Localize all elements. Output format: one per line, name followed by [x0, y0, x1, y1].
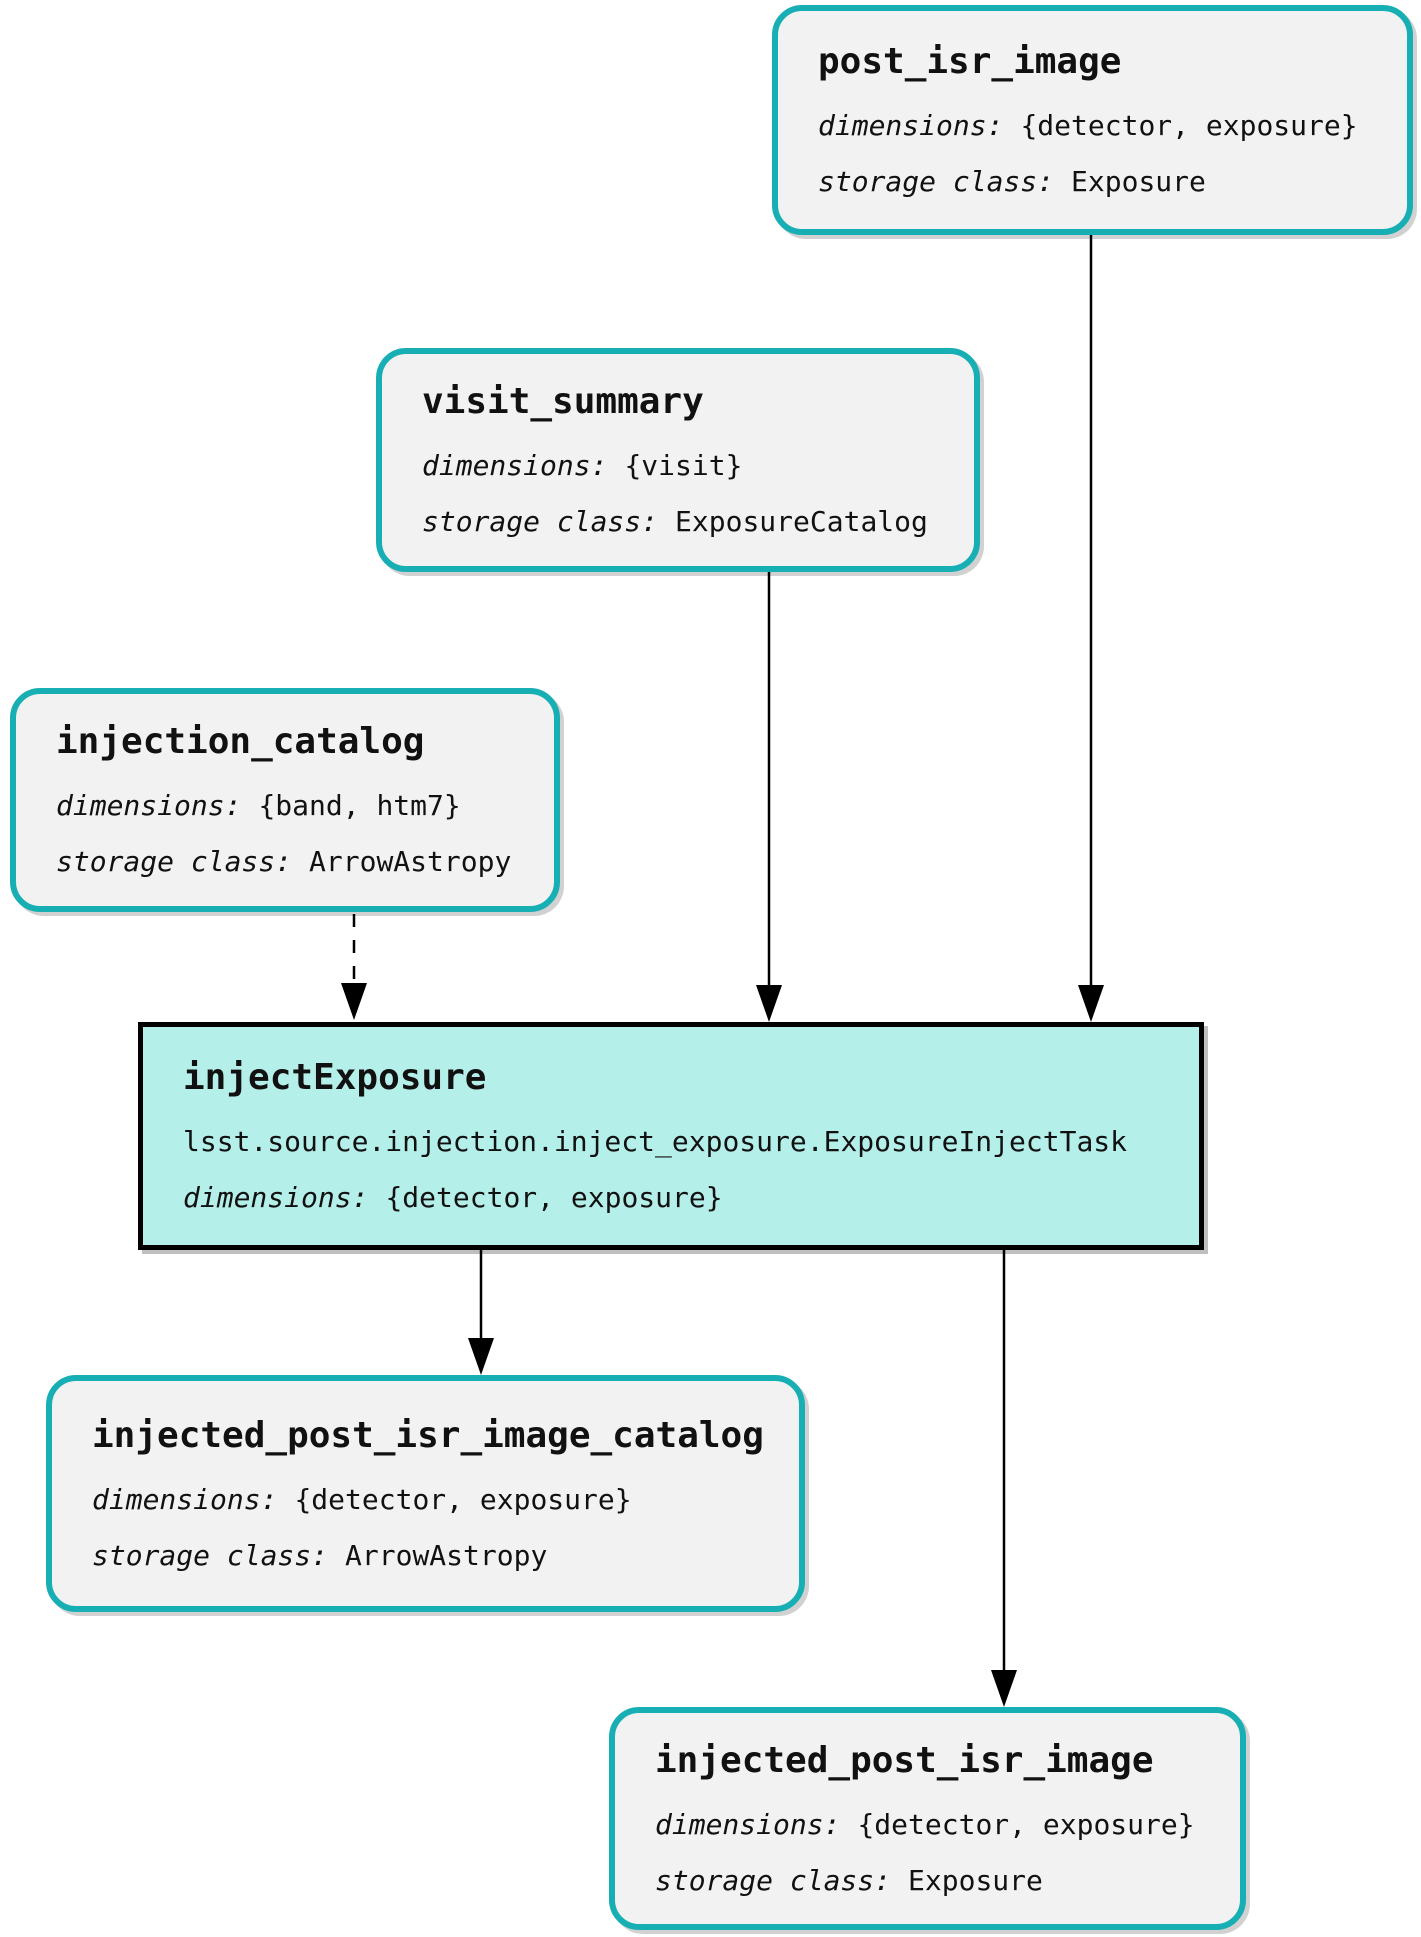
storage-class-value: ArrowAstropy: [309, 845, 512, 878]
storage-class-label: storage class:: [56, 845, 293, 878]
arrowhead-icon: [341, 983, 367, 1020]
dimensions-value: {detector, exposure}: [294, 1482, 632, 1516]
dimensions-value: {detector, exposure}: [857, 1807, 1195, 1841]
node-title: post_isr_image: [818, 41, 1122, 82]
node-inject-exposure-task: injectExposure lsst.source.injection.inj…: [138, 1022, 1204, 1250]
dimensions-value: {detector, exposure}: [385, 1181, 723, 1214]
node-dimensions: dimensions: {detector, exposure}: [92, 1483, 759, 1517]
dimensions-value: {visit}: [624, 449, 743, 482]
node-injected-post-isr-image: injected_post_isr_image dimensions: {dete…: [609, 1707, 1246, 1930]
edge-injection-catalog-to-inject-exposure-dashed: [341, 914, 367, 1020]
dimensions-label: dimensions:: [422, 449, 608, 482]
arrowhead-icon: [468, 1338, 494, 1375]
node-storage-class: storage class: ArrowAstropy: [56, 845, 514, 879]
node-post-isr-image: post_isr_image dimensions: {detector, exp…: [772, 5, 1413, 235]
storage-class-label: storage class:: [92, 1538, 329, 1572]
task-class-value: lsst.source.injection.inject_exposure.Ex…: [183, 1125, 1128, 1158]
edge-inject-exposure-to-injected-post-isr-image: [991, 1250, 1017, 1707]
storage-class-value: Exposure: [1071, 165, 1206, 198]
node-dimensions: dimensions: {detector, exposure}: [655, 1808, 1200, 1842]
node-storage-class: storage class: ArrowAstropy: [92, 1539, 759, 1573]
node-title: visit_summary: [422, 381, 704, 422]
node-dimensions: dimensions: {band, htm7}: [56, 789, 514, 823]
node-visit-summary: visit_summary dimensions: {visit} storage…: [376, 348, 980, 572]
dimensions-value: {detector, exposure}: [1020, 109, 1358, 142]
storage-class-label: storage class:: [818, 165, 1055, 198]
dimensions-label: dimensions:: [56, 789, 242, 822]
node-injection-catalog: injection_catalog dimensions: {band, htm7…: [10, 688, 560, 912]
dimensions-label: dimensions:: [818, 109, 1004, 142]
node-dimensions: dimensions: {detector, exposure}: [818, 109, 1367, 143]
node-dimensions: dimensions: {detector, exposure}: [183, 1181, 1159, 1215]
node-title: injected_post_isr_image_catalog: [92, 1414, 764, 1456]
node-task-class: lsst.source.injection.inject_exposure.Ex…: [183, 1125, 1159, 1159]
node-title: injected_post_isr_image: [655, 1739, 1154, 1781]
node-injected-post-isr-image-catalog: injected_post_isr_image_catalog dimensio…: [46, 1375, 805, 1612]
dimensions-value: {band, htm7}: [258, 789, 461, 822]
node-storage-class: storage class: Exposure: [818, 165, 1367, 199]
node-storage-class: storage class: Exposure: [655, 1864, 1200, 1898]
dimensions-label: dimensions:: [183, 1181, 369, 1214]
dimensions-label: dimensions:: [92, 1482, 278, 1516]
arrowhead-icon: [756, 985, 782, 1022]
storage-class-value: ExposureCatalog: [675, 505, 928, 538]
storage-class-label: storage class:: [655, 1863, 892, 1897]
node-storage-class: storage class: ExposureCatalog: [422, 505, 934, 539]
edge-post-isr-image-to-inject-exposure: [1078, 235, 1104, 1022]
dimensions-label: dimensions:: [655, 1807, 841, 1841]
node-title: injectExposure: [183, 1057, 487, 1098]
edge-visit-summary-to-inject-exposure: [756, 572, 782, 1022]
node-dimensions: dimensions: {visit}: [422, 449, 934, 483]
storage-class-label: storage class:: [422, 505, 659, 538]
storage-class-value: ArrowAstropy: [345, 1538, 548, 1572]
arrowhead-icon: [991, 1670, 1017, 1707]
node-title: injection_catalog: [56, 721, 425, 762]
edge-inject-exposure-to-injected-post-isr-image-catalog: [468, 1250, 494, 1375]
storage-class-value: Exposure: [908, 1863, 1043, 1897]
arrowhead-icon: [1078, 985, 1104, 1022]
